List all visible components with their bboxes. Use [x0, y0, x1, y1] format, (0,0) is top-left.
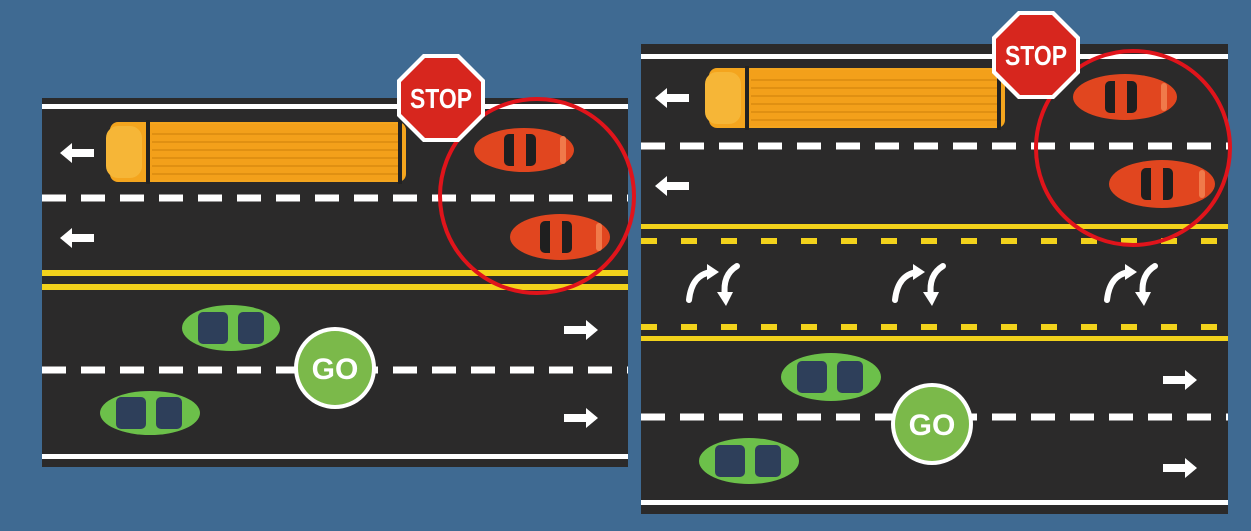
right-arrow-icon: [564, 408, 598, 428]
two-way-turn-arrow-icon: [1104, 263, 1158, 306]
go-sign: GO: [294, 327, 376, 409]
left-arrow-icon: [655, 88, 689, 108]
two-way-turn-arrow-icon: [892, 263, 946, 306]
left-arrow-icon: [60, 143, 94, 163]
school-bus-icon: [705, 66, 1005, 130]
go-label: GO: [909, 409, 956, 442]
stop-sign: STOP: [397, 54, 485, 142]
red-car-icon: [1109, 160, 1215, 208]
red-car-icon: [510, 214, 610, 260]
school-bus-icon: [106, 120, 406, 184]
green-car-icon: [699, 438, 799, 484]
right-arrow-icon: [564, 320, 598, 340]
stop-label: STOP: [410, 83, 472, 114]
road-edge-top: [641, 54, 1228, 59]
green-car-icon: [781, 353, 881, 401]
road-edge-top: [42, 104, 628, 109]
highlight-circle: [438, 97, 636, 295]
red-car-icon: [1073, 74, 1177, 120]
green-car-icon: [182, 305, 280, 351]
go-sign: GO: [891, 383, 973, 465]
scene-road-with-center-turn-lane: GO: [641, 44, 1228, 514]
road-edge-bottom: [42, 454, 628, 459]
stop-label: STOP: [1005, 40, 1067, 71]
two-way-turn-arrow-icon: [686, 263, 740, 306]
right-arrow-icon: [1163, 370, 1197, 390]
left-arrow-icon: [655, 176, 689, 196]
yellow-line: [641, 224, 1228, 229]
double-yellow-line: [42, 270, 628, 276]
red-car-icon: [474, 128, 574, 172]
left-arrow-icon: [60, 228, 94, 248]
go-label: GO: [312, 353, 359, 386]
yellow-line: [641, 336, 1228, 341]
highlight-circle: [1034, 49, 1232, 247]
scene-two-lane-road: GO: [42, 98, 628, 467]
road-edge-bottom: [641, 500, 1228, 505]
right-arrow-icon: [1163, 458, 1197, 478]
green-car-icon: [100, 391, 200, 435]
stop-sign: STOP: [992, 11, 1080, 99]
